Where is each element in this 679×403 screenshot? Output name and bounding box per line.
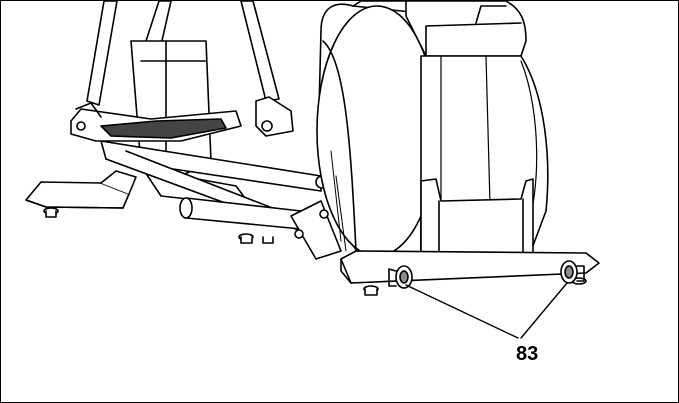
- pedal-left: [70, 102, 242, 142]
- main-rail: [100, 40, 342, 260]
- transport-wheel-right: [560, 260, 585, 284]
- callout-leader-lines: [405, 282, 568, 339]
- rear-stabilizer: [25, 170, 274, 244]
- handlebar-arms: [86, 1, 294, 137]
- transport-wheel-left: [388, 265, 413, 289]
- part-number-label: 83: [516, 343, 539, 365]
- flywheel-shroud: [316, 1, 549, 270]
